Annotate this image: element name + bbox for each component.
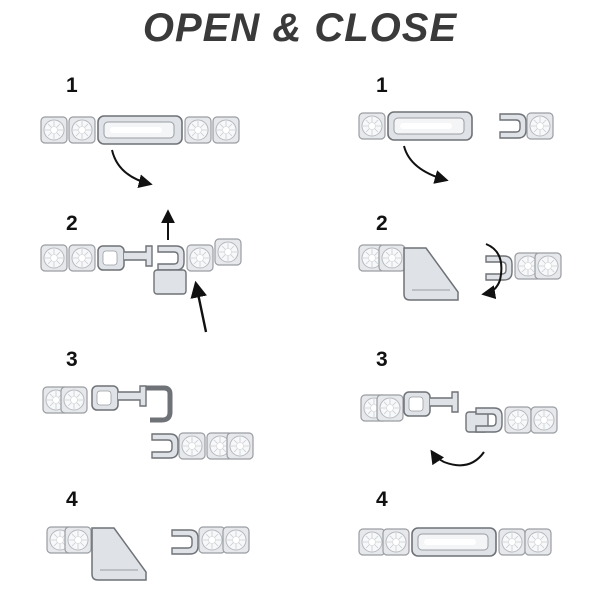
close-step-3-arrow-icon: [430, 449, 485, 467]
close-step-3-number: 3: [376, 348, 388, 371]
close-step-1-bracelet: [358, 111, 554, 184]
open-step-2-push-arrow-icon: [190, 280, 208, 333]
close-step-2-number: 2: [376, 212, 388, 235]
close-step-3-bracelet: [360, 391, 558, 467]
open-step-3-number: 3: [66, 348, 78, 371]
page-title: OPEN & CLOSE: [142, 6, 458, 50]
close-step-1-arrow-icon: [403, 145, 449, 184]
open-step-2-number: 2: [66, 212, 78, 235]
open-step-2-bracelet: [40, 209, 242, 333]
close-step-4-number: 4: [376, 488, 388, 511]
open-step-1-bracelet: [40, 115, 240, 189]
close-step-2-bracelet: [358, 243, 562, 301]
open-step-1-number: 1: [66, 74, 78, 97]
open-step-4-number: 4: [66, 488, 78, 511]
open-step-4-bracelet: [46, 526, 250, 581]
open-step-3-bracelet: [42, 385, 254, 460]
close-step-4-bracelet: [358, 527, 552, 557]
close-step-2-rotate-arrow-icon: [481, 243, 503, 300]
open-step-1-arrow-icon: [111, 149, 153, 189]
close-step-1-number: 1: [376, 74, 388, 97]
